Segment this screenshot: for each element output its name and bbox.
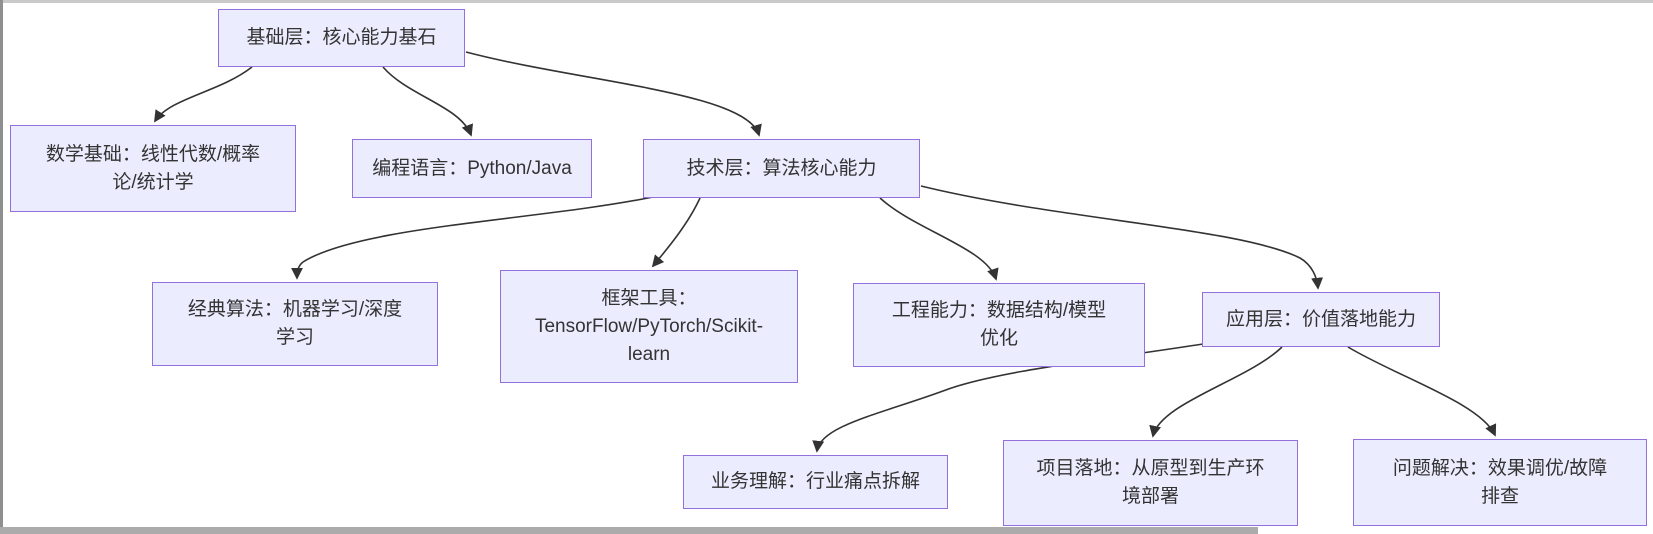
edge-tech-app [920, 185, 1324, 290]
page-left-border [0, 0, 3, 534]
node-label-line: 优化 [979, 328, 1018, 349]
edge-base-math [154, 66, 253, 123]
node-technical-layer: 技术层：算法核心能力 [643, 139, 920, 198]
edge-tech-classic [291, 196, 654, 280]
node-label-line: 工程能力：数据结构/模型 [891, 300, 1107, 321]
node-problem-solving: 问题解决：效果调优/故障排查 [1353, 439, 1647, 526]
node-label-line: 应用层：价值落地能力 [1225, 308, 1416, 330]
node-label-line: 业务理解：行业痛点拆解 [710, 471, 920, 492]
node-label-line: 数学基础：线性代数/概率 [45, 143, 261, 165]
node-foundation-layer: 基础层：核心能力基石 [218, 9, 465, 67]
node-math-basics: 数学基础：线性代数/概率论/统计学 [10, 125, 296, 212]
node-label-line: learn [627, 343, 671, 365]
node-label-line: 论/统计学 [112, 171, 194, 193]
node-label-line: 基础层：核心能力基石 [246, 27, 437, 48]
node-label-line: 经典算法：机器学习/深度 [187, 299, 403, 320]
edge-app-proj [1149, 346, 1283, 438]
edge-base-tech [465, 51, 762, 137]
edge-base-prog [382, 66, 473, 137]
node-business-understanding: 业务理解：行业痛点拆解 [683, 455, 948, 509]
node-label-line: 排查 [1480, 485, 1519, 507]
edge-app-solve [1347, 346, 1497, 437]
node-application-layer: 应用层：价值落地能力 [1202, 292, 1440, 347]
node-label-line: 框架工具： [601, 287, 697, 309]
node-programming-languages: 编程语言：Python/Java [352, 139, 592, 198]
node-label-line: 项目落地：从原型到生产环 [1036, 458, 1265, 479]
node-label-line: 境部署 [1121, 486, 1179, 507]
page-top-border [0, 0, 1653, 3]
edge-tech-eng [879, 197, 999, 281]
node-label-line: 技术层：算法核心能力 [686, 157, 877, 179]
node-label-line: 编程语言：Python/Java [372, 157, 572, 179]
node-classic-algorithms: 经典算法：机器学习/深度学习 [152, 282, 438, 366]
bottom-scrollbar[interactable] [0, 527, 1258, 534]
node-label-line: TensorFlow/PyTorch/Scikit- [534, 315, 764, 337]
edge-tech-framework [651, 197, 701, 268]
node-framework-tools: 框架工具： TensorFlow/PyTorch/Scikit-learn [500, 270, 798, 383]
node-label-line: 问题解决：效果调优/故障 [1392, 457, 1608, 479]
node-project-delivery: 项目落地：从原型到生产环境部署 [1003, 440, 1298, 526]
node-engineering-ability: 工程能力：数据结构/模型优化 [853, 283, 1145, 367]
node-label-line: 学习 [275, 327, 314, 348]
